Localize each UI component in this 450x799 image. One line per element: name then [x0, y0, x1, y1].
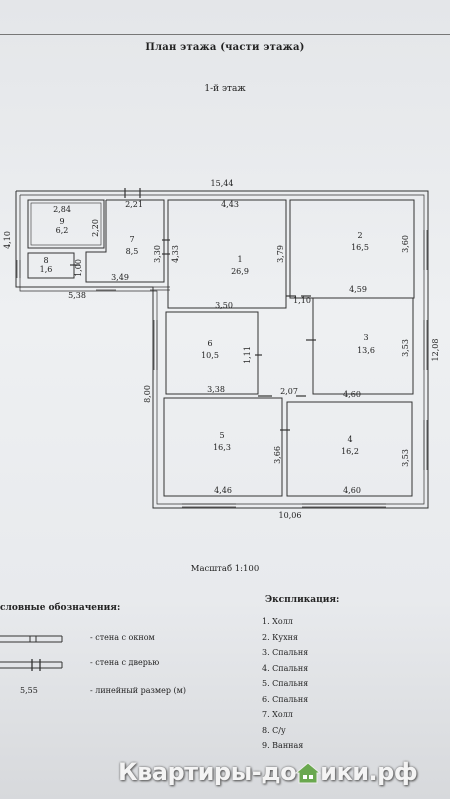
room-2-w-bottom: 4,59 [349, 285, 367, 294]
room-1-w-bottom: 3,50 [215, 301, 233, 310]
dim-left-bottom-step: 5,38 [68, 291, 86, 300]
room-8-h-right: 1,00 [74, 259, 83, 277]
explication-item: 7. Холл [262, 710, 293, 719]
dim-right-side: 12,08 [431, 339, 440, 362]
room-6-num: 6 [207, 339, 212, 348]
room-5-h-right: 3,66 [273, 446, 282, 464]
dim-top-total: 15,44 [211, 179, 234, 188]
explication-item: 8. С/у [262, 725, 286, 735]
explication-item: 6. Спальня [262, 694, 309, 704]
floor-plan: 15,44 4,10 12,08 10,06 8,00 5,38 2,84 9 … [3, 179, 440, 520]
room-2-num: 2 [357, 231, 362, 240]
room-7-h-right: 3,30 [153, 245, 162, 263]
room-3-area: 13,6 [357, 346, 375, 355]
room-1-h-side: 4,33 [171, 245, 180, 263]
watermark-text-right: ики.рф [320, 758, 418, 786]
explication-title: Экспликация: [265, 595, 340, 605]
window-wall-symbol [0, 635, 63, 643]
room-4-w-bottom: 4,60 [343, 486, 361, 495]
door-wall-symbol [0, 659, 63, 671]
room-5-num: 5 [219, 431, 224, 440]
legend-door-row: - стена с дверью [0, 658, 240, 672]
room-7-area: 8,5 [126, 247, 139, 256]
floor-label: 1-й этаж [204, 84, 246, 94]
room-5-area: 16,3 [213, 443, 231, 452]
room-7-num: 7 [129, 235, 134, 244]
room-1-area: 26,9 [231, 267, 249, 276]
legend-dim-value: 5,55 [20, 686, 38, 695]
house-icon [294, 762, 322, 784]
room-9-w-top: 2,84 [53, 205, 71, 214]
room-6-area: 10,5 [201, 351, 219, 360]
room-8-area: 1,6 [40, 265, 53, 274]
explication-item: 3. Спальня [262, 648, 309, 657]
room-4-h-right: 3,53 [401, 449, 410, 467]
room-5-w-top: 2,07 [280, 387, 298, 396]
room-9-num: 9 [59, 217, 64, 226]
room-9-area: 6,2 [56, 226, 69, 235]
legend-window-label: - стена с окном [90, 633, 155, 642]
legend-window-row: - стена с окном [0, 633, 240, 647]
room-1-num: 1 [237, 255, 242, 264]
explication-item: 5. Спальня [262, 679, 309, 688]
watermark-text-left: Квартиры-до [118, 758, 297, 786]
scale-label: Масштаб 1:100 [190, 564, 260, 574]
page-title: План этажа (части этажа) [145, 42, 305, 53]
room-6-h-right: 1,11 [243, 346, 252, 364]
legend-door-label: - стена с дверью [90, 658, 160, 667]
room-3-h-right: 3,53 [401, 339, 410, 357]
room-3-w-bottom: 4,60 [343, 390, 361, 399]
room-5-w-bottom: 4,46 [214, 486, 232, 495]
watermark: Квартиры-до ики.рф [118, 758, 448, 792]
room-1-w-top: 4,43 [221, 200, 239, 209]
room-3-gap: 1,10 [293, 296, 311, 305]
explication-item: 4. Спальня [262, 663, 309, 673]
dim-left-lower: 8,00 [143, 385, 152, 403]
room-2-area: 16,5 [351, 243, 369, 252]
room-8-num: 8 [43, 256, 48, 265]
room-6-w-bottom: 3,38 [207, 385, 225, 394]
room-7-w-bottom: 3,49 [111, 273, 129, 282]
room-2-h-right: 3,60 [401, 235, 410, 253]
legend-title: словные обозначения: [0, 603, 121, 613]
room-4-num: 4 [347, 435, 352, 444]
room-4-area: 16,2 [341, 447, 359, 456]
legend-dim-row: 5,55 - линейный размер (м) [0, 686, 240, 700]
explication-list: 1. Холл 2. Кухня 3. Спальня 4. Спальня 5… [262, 614, 308, 754]
legend-dim-label: - линейный размер (м) [90, 686, 186, 695]
room-3-num: 3 [363, 333, 368, 342]
explication-item: 9. Ванная [262, 741, 304, 750]
explication-item: 2. Кухня [262, 632, 298, 642]
room-9-h-right: 2,20 [91, 219, 100, 237]
header-rule [0, 34, 450, 35]
room-7-w-top: 2,21 [125, 200, 143, 209]
explication-item: 1. Холл [262, 617, 293, 626]
room-2-h-left: 3,79 [276, 245, 285, 263]
dim-left-side: 4,10 [3, 231, 12, 249]
dim-bottom: 10,06 [279, 511, 302, 520]
